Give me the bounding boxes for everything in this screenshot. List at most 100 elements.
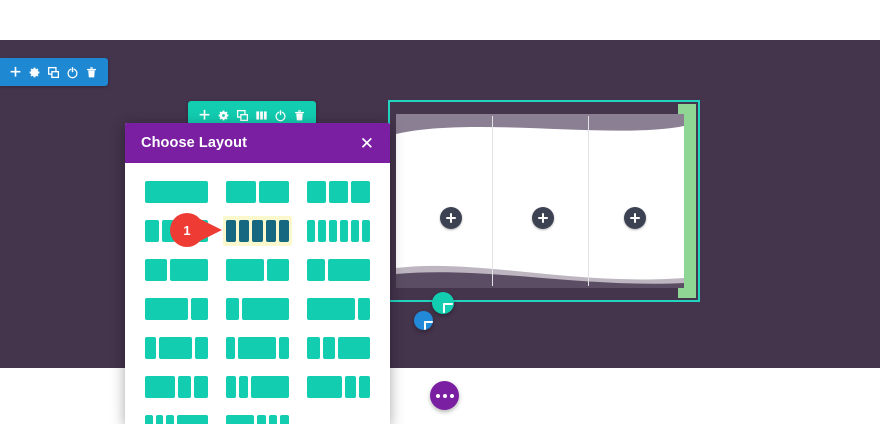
layout-option-4-column-equal[interactable] xyxy=(142,216,211,246)
page-settings-button[interactable] xyxy=(430,381,459,410)
layout-cell xyxy=(307,220,315,242)
row-disable-button[interactable] xyxy=(271,102,290,128)
layout-cell xyxy=(307,181,326,203)
column-add-button[interactable] xyxy=(532,207,554,229)
column-add-button[interactable] xyxy=(624,207,646,229)
layout-cell xyxy=(145,376,175,398)
modal-title: Choose Layout xyxy=(141,135,248,151)
layout-cell xyxy=(318,220,326,242)
layout-row xyxy=(142,255,373,285)
layout-cell xyxy=(176,415,208,424)
layout-option-1-column[interactable] xyxy=(142,177,211,207)
row-duplicate-button[interactable] xyxy=(233,102,252,128)
layout-row xyxy=(142,216,373,246)
layout-cell xyxy=(265,220,276,242)
layout-option-5-column-equal[interactable] xyxy=(223,216,292,246)
row-settings-button[interactable] xyxy=(214,102,233,128)
columns-icon xyxy=(256,110,267,120)
layout-row xyxy=(142,372,373,402)
layout-cell xyxy=(226,337,236,359)
section-settings-button[interactable] xyxy=(25,59,44,85)
section-disable-button[interactable] xyxy=(63,59,82,85)
layout-cell xyxy=(145,259,167,281)
layout-cell xyxy=(226,376,236,398)
layout-cell xyxy=(178,220,192,242)
trash-icon xyxy=(87,66,96,77)
layout-cell xyxy=(145,415,153,424)
layout-cell xyxy=(345,376,357,398)
layout-cell xyxy=(329,181,348,203)
trash-icon xyxy=(295,109,304,120)
layout-cell xyxy=(195,337,209,359)
layout-row xyxy=(142,411,373,424)
layout-option-narrow-narrow-wide[interactable] xyxy=(223,372,292,402)
layout-cell xyxy=(194,376,209,398)
layout-option-third-twothirds-b[interactable] xyxy=(304,255,373,285)
layout-cell xyxy=(166,415,174,424)
add-section-button[interactable] xyxy=(414,311,433,330)
layout-cell xyxy=(322,337,336,359)
layout-cell xyxy=(259,181,289,203)
layout-cell xyxy=(145,181,208,203)
layout-option-3-column-equal[interactable] xyxy=(304,177,373,207)
layout-cell xyxy=(278,220,290,242)
wave-bottom-decoration xyxy=(396,265,684,288)
layout-cell xyxy=(226,220,237,242)
page-content xyxy=(396,114,684,288)
duplicate-icon xyxy=(236,109,249,121)
layout-option-wide-narrow[interactable] xyxy=(304,294,373,324)
close-icon[interactable]: ✕ xyxy=(359,133,374,153)
layout-cell xyxy=(307,337,320,359)
column-divider xyxy=(587,116,589,286)
layout-cell xyxy=(177,376,192,398)
layout-cell xyxy=(280,415,289,424)
plus-icon xyxy=(10,66,21,77)
layout-row xyxy=(142,177,373,207)
layout-option-wide-three-narrow[interactable] xyxy=(223,411,292,424)
layout-option-wide-narrow-narrow-b[interactable] xyxy=(304,372,373,402)
layout-cell xyxy=(238,376,249,398)
layout-cell xyxy=(340,220,348,242)
wave-top-decoration xyxy=(396,114,684,134)
row-change-columns-button[interactable] xyxy=(252,102,271,128)
layout-option-quarter-threequarter[interactable] xyxy=(223,294,292,324)
layout-cell xyxy=(226,415,255,424)
section-delete-button[interactable] xyxy=(82,59,101,85)
layout-option-third-twothirds[interactable] xyxy=(142,255,211,285)
layout-option-2-column-equal[interactable] xyxy=(223,177,292,207)
layout-cell xyxy=(257,415,266,424)
layout-cell xyxy=(351,181,370,203)
layout-cell xyxy=(242,298,289,320)
section-toolbar[interactable] xyxy=(0,58,108,86)
choose-layout-modal: Choose Layout ✕ xyxy=(125,123,390,424)
power-icon xyxy=(67,66,78,78)
power-icon xyxy=(275,109,286,121)
layout-option-three-narrow-wide[interactable] xyxy=(142,411,211,424)
layout-grid xyxy=(125,163,390,424)
gear-icon xyxy=(218,110,229,120)
duplicate-icon xyxy=(47,66,60,78)
layout-row xyxy=(142,294,373,324)
row-delete-button[interactable] xyxy=(290,102,309,128)
layout-row xyxy=(142,333,373,363)
section-duplicate-button[interactable] xyxy=(44,59,63,85)
section-add-button[interactable] xyxy=(6,59,25,85)
layout-option-6-column-equal[interactable] xyxy=(304,216,373,246)
layout-cell xyxy=(155,415,164,424)
row-add-button[interactable] xyxy=(195,102,214,128)
add-row-button[interactable] xyxy=(432,292,454,314)
layout-cell xyxy=(238,337,276,359)
layout-option-twothirds-third[interactable] xyxy=(223,255,292,285)
layout-option-threequarter-quarter[interactable] xyxy=(142,294,211,324)
modal-header: Choose Layout ✕ xyxy=(125,123,390,163)
plus-icon xyxy=(199,109,210,120)
column-add-button[interactable] xyxy=(440,207,462,229)
layout-option-narrow-wide-narrow-b[interactable] xyxy=(223,333,292,363)
layout-cell xyxy=(307,298,355,320)
layout-cell xyxy=(239,220,250,242)
layout-option-narrow-wide-narrow[interactable] xyxy=(142,333,211,363)
layout-option-equal-equal-wide[interactable] xyxy=(304,333,373,363)
layout-option-wide-narrow-narrow[interactable] xyxy=(142,372,211,402)
layout-cell xyxy=(251,376,289,398)
